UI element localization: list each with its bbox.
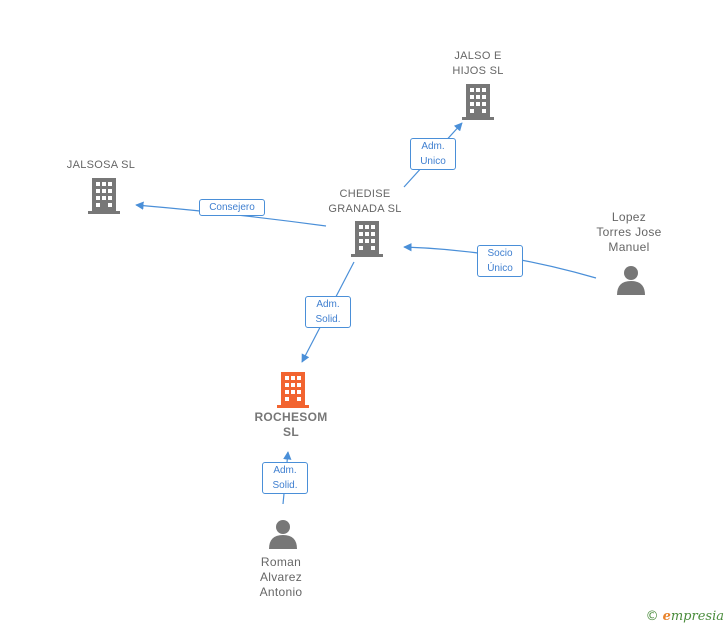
edge-label-consejero[interactable]: Consejero	[199, 199, 265, 216]
brand-text: mpresia	[670, 609, 724, 624]
edge-label-adm-unico[interactable]: Adm. Unico	[410, 138, 456, 170]
node-label-jalso-e-hijos[interactable]: JALSO E HIJOS SL	[452, 50, 504, 77]
node-label-jalsosa[interactable]: JALSOSA SL	[66, 159, 136, 171]
person-icon[interactable]	[616, 265, 646, 295]
edge-label-adm-solid-roman[interactable]: Adm. Solid.	[262, 462, 308, 494]
building-icon[interactable]	[88, 178, 120, 214]
edge-label-socio-unico[interactable]: Socio Único	[477, 245, 523, 277]
building-icon-highlighted[interactable]	[277, 372, 309, 408]
node-label-lopez-torres[interactable]: Lopez Torres Jose Manuel	[596, 210, 662, 254]
person-icon[interactable]	[268, 519, 298, 549]
empresia-logo: ©empresia	[646, 609, 724, 624]
brand-letter-e: e	[662, 609, 671, 624]
node-label-rochesom[interactable]: ROCHESOM SL	[254, 410, 328, 439]
copyright-icon: ©	[645, 609, 659, 624]
building-icon[interactable]	[462, 84, 494, 120]
edge-label-adm-solid-chedise[interactable]: Adm. Solid.	[305, 296, 351, 328]
building-icon[interactable]	[351, 221, 383, 257]
node-label-roman-alvarez[interactable]: Roman Alvarez Antonio	[259, 555, 303, 599]
node-label-chedise-granada[interactable]: CHEDISE GRANADA SL	[328, 188, 402, 215]
